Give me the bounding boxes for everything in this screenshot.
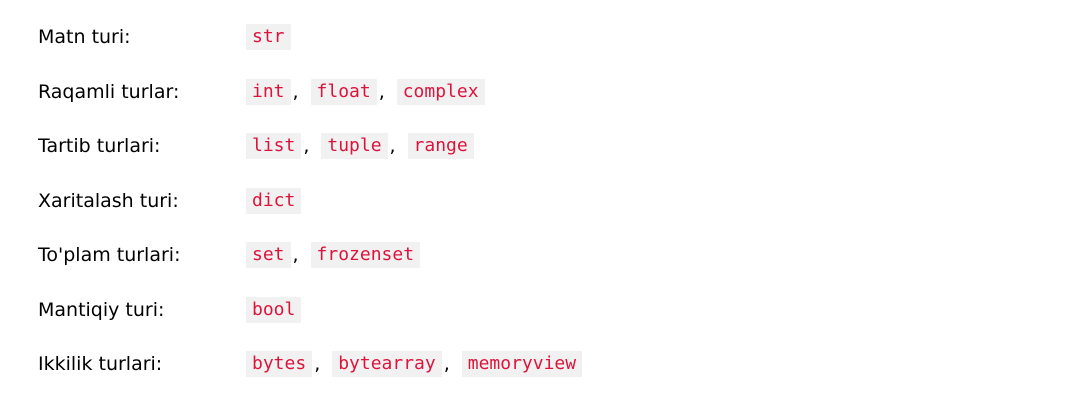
row-label: Ikkilik turlari: (38, 353, 163, 376)
type-row-binary: Ikkilik turlari: bytes , bytearray , mem… (38, 337, 583, 392)
type-code: complex (396, 78, 485, 105)
separator: , (443, 353, 450, 376)
separator: , (378, 80, 385, 103)
type-row-boolean: Mantiqiy turi: bool (38, 283, 582, 338)
type-code: memoryview (461, 351, 583, 378)
row-label: Tartib turlari: (38, 135, 161, 158)
type-list: dict (246, 187, 302, 214)
row-label: Xaritalash turi: (38, 189, 179, 212)
row-label: To'plam turlari: (38, 244, 181, 267)
row-label: Mantiqiy turi: (38, 298, 165, 321)
type-row-numeric: Raqamli turlar: int , float , complex (38, 65, 582, 120)
type-code: bytearray (332, 351, 442, 378)
separator: , (292, 244, 299, 267)
type-row-text: Matn turi: str (38, 10, 582, 65)
type-row-set: To'plam turlari: set , frozenset (38, 228, 582, 283)
type-code: bytes (246, 351, 313, 378)
type-list: list , tuple , range (246, 133, 474, 160)
separator: , (292, 80, 299, 103)
separator: , (314, 353, 321, 376)
type-list: str (246, 24, 291, 51)
type-code: bool (246, 296, 302, 323)
type-code: dict (246, 187, 302, 214)
data-types-table: Matn turi: str Raqamli turlar: int , flo… (38, 10, 583, 392)
type-code: range (407, 133, 474, 160)
type-row-mapping: Xaritalash turi: dict (38, 174, 582, 229)
type-list: bytes , bytearray , memoryview (246, 351, 583, 378)
type-code: int (246, 78, 291, 105)
type-list: int , float , complex (246, 78, 485, 105)
type-code: float (310, 78, 377, 105)
type-code: str (246, 24, 291, 51)
type-list: bool (246, 296, 302, 323)
type-code: tuple (321, 133, 388, 160)
separator: , (303, 135, 310, 158)
type-list: set , frozenset (246, 242, 421, 269)
type-code: set (246, 242, 291, 269)
separator: , (389, 135, 396, 158)
type-code: list (246, 133, 302, 160)
type-code: frozenset (310, 242, 421, 269)
type-row-sequence: Tartib turlari: list , tuple , range (38, 119, 582, 174)
row-label: Raqamli turlar: (38, 80, 180, 103)
row-label: Matn turi: (38, 26, 131, 49)
